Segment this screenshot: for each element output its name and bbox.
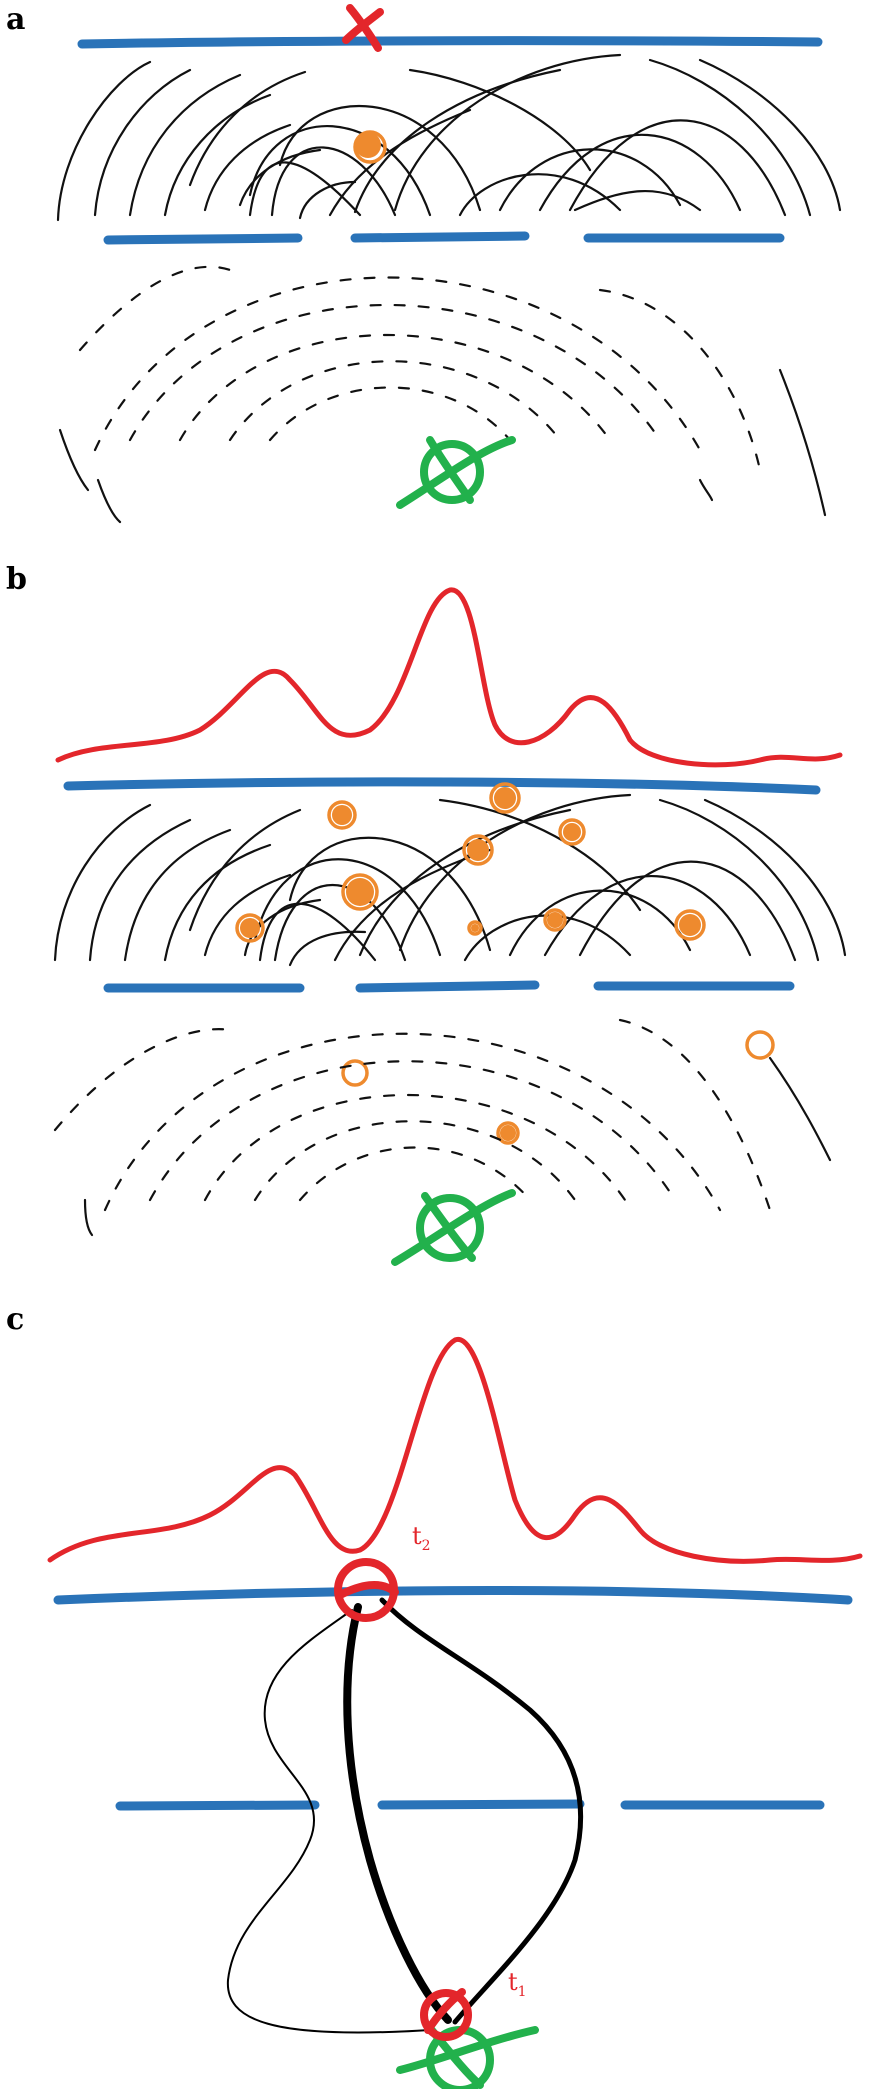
orange-scribble-dot-icon bbox=[467, 920, 483, 936]
red-x-icon bbox=[342, 4, 384, 52]
slit-left bbox=[103, 233, 303, 245]
slit-middle bbox=[355, 980, 540, 993]
source-crossed-circle-icon bbox=[391, 1189, 516, 1266]
orange-scribble-dot-icon bbox=[674, 909, 706, 941]
detection-screen bbox=[63, 777, 821, 795]
photon-dots bbox=[235, 782, 775, 1145]
orange-scribble-dot-icon bbox=[558, 818, 586, 846]
wavefronts-lower bbox=[58, 265, 827, 524]
path-left-slit bbox=[226, 1609, 431, 2034]
panel-c: c t2 t1 bbox=[0, 1300, 881, 2089]
detection-screen bbox=[77, 36, 823, 49]
interference-pattern bbox=[55, 587, 843, 768]
orange-scribble-dot-icon bbox=[341, 1059, 369, 1087]
panel-a: a bbox=[0, 0, 881, 560]
time-label-t1: t1 bbox=[508, 1968, 527, 2000]
slit-left bbox=[115, 1800, 320, 1811]
wavefronts-upper bbox=[56, 53, 842, 222]
orange-scribble-dot-icon bbox=[496, 1121, 520, 1145]
panel-c-diagram bbox=[47, 1337, 863, 2089]
panel-b: b bbox=[0, 560, 881, 1300]
panel-label-b: b bbox=[6, 562, 27, 597]
photon-paths bbox=[226, 1597, 584, 2034]
panel-a-diagram bbox=[56, 4, 842, 524]
slit-middle bbox=[377, 1799, 585, 1810]
source-crossed-circle-icon bbox=[396, 2024, 539, 2089]
orange-scribble-dot-icon bbox=[341, 873, 379, 911]
source-crossed-circle-icon bbox=[396, 436, 516, 509]
wavefronts-lower bbox=[53, 1018, 832, 1237]
panel-label-c: c bbox=[6, 1302, 25, 1337]
orange-scribble-dot-icon bbox=[462, 834, 494, 866]
orange-scribble-dot-icon bbox=[543, 908, 567, 932]
path-right-slit bbox=[379, 1597, 584, 2025]
orange-scribble-dot-icon bbox=[327, 800, 357, 830]
path-middle-slit bbox=[343, 1603, 452, 2024]
interference-pattern bbox=[47, 1337, 863, 1564]
slit-middle bbox=[350, 231, 530, 243]
time-label-t2: t2 bbox=[412, 1522, 431, 1554]
panel-b-diagram bbox=[53, 587, 847, 1266]
emission-circle-t1-icon bbox=[420, 1988, 472, 2041]
orange-scribble-dot-icon bbox=[745, 1030, 775, 1060]
wavefronts-upper bbox=[53, 793, 847, 967]
orange-scribble-dot-icon bbox=[235, 913, 265, 943]
detection-circle-t2-icon bbox=[334, 1558, 399, 1622]
orange-scribble-dot-icon bbox=[489, 782, 521, 814]
detection-screen bbox=[53, 1586, 853, 1605]
orange-scribble-dot-icon bbox=[353, 130, 387, 164]
panel-label-a: a bbox=[6, 2, 26, 37]
